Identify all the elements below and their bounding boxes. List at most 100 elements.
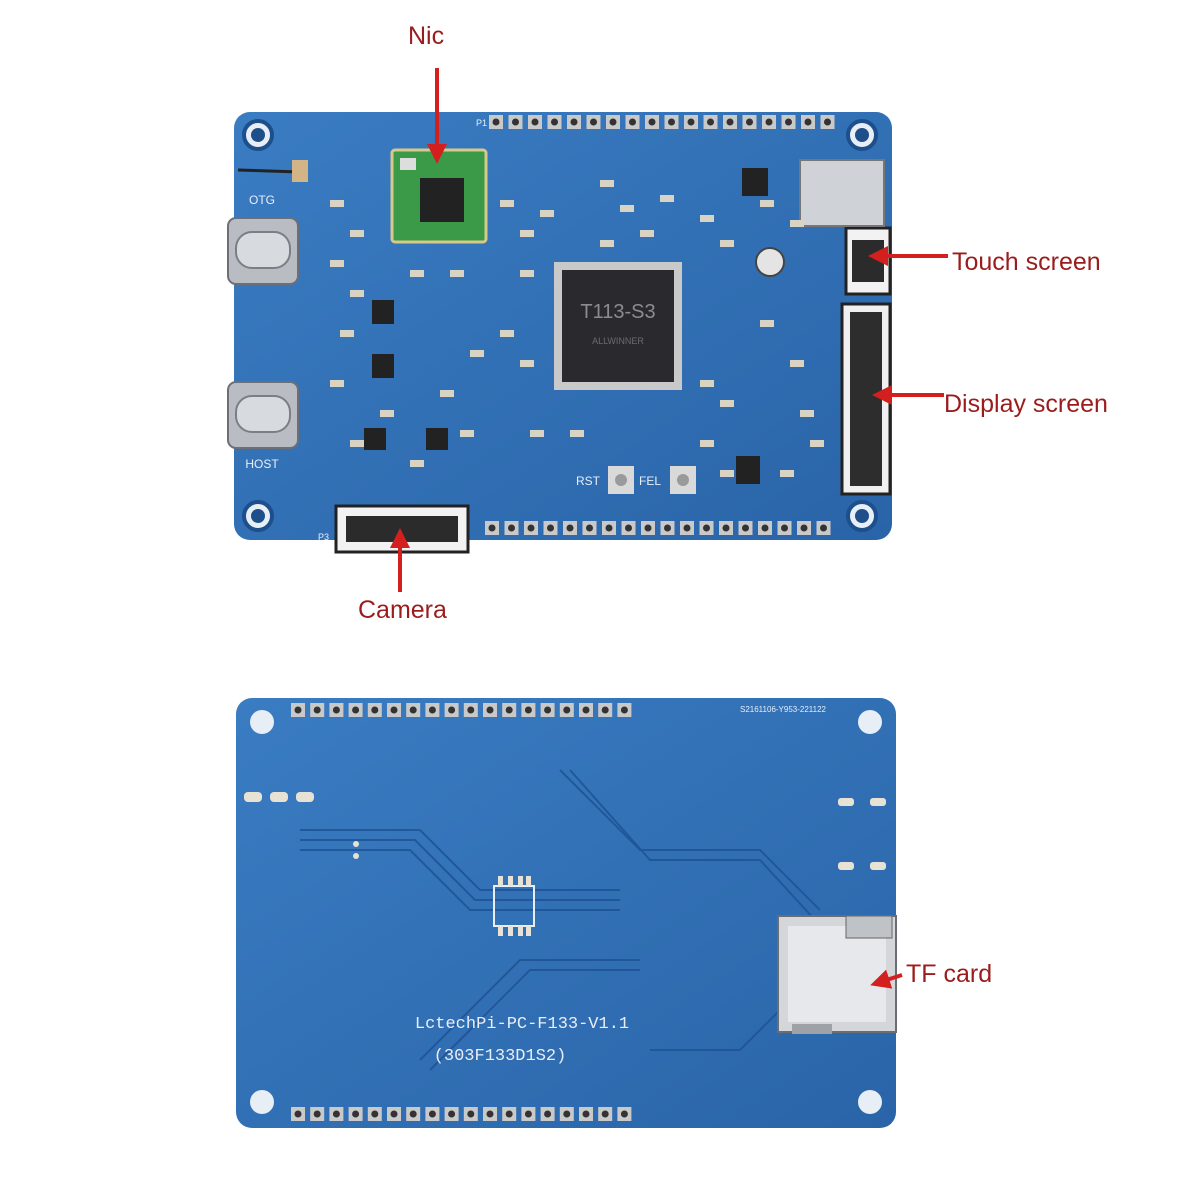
- smd-part: [790, 360, 804, 367]
- header-pin-hole: [352, 1110, 360, 1118]
- small-ic: [736, 456, 760, 484]
- header-pin-hole: [590, 118, 597, 126]
- header-pin-hole: [294, 1110, 302, 1118]
- header-pin-hole: [390, 1110, 398, 1118]
- header-pin-hole: [726, 118, 734, 126]
- header-pin-hole: [781, 524, 788, 532]
- smd-part: [530, 430, 544, 437]
- header-pin-hole: [505, 1110, 513, 1118]
- header-pin-hole: [800, 524, 808, 532]
- touch-screen-connector: [844, 226, 892, 296]
- header-pin-hole: [785, 118, 792, 126]
- header-pin-hole: [448, 1110, 456, 1118]
- p1-silkscreen: P1: [476, 118, 487, 128]
- header-pin-hole: [586, 524, 593, 532]
- header-pin-hole: [488, 524, 496, 532]
- smd-part: [790, 220, 804, 227]
- smd-part: [780, 470, 794, 477]
- otg-silkscreen: OTG: [249, 193, 275, 207]
- small-ic: [742, 168, 768, 196]
- gpio-header-top: [489, 115, 835, 129]
- header-pin-hole: [566, 524, 574, 532]
- header-pin-hole: [313, 706, 321, 714]
- antenna-connector: [292, 160, 308, 182]
- header-pin-hole: [486, 706, 494, 714]
- touch-screen-label: Touch screen: [952, 248, 1101, 276]
- header-pin-hole: [629, 118, 636, 126]
- header-pin-hole: [313, 1110, 321, 1118]
- fel-silkscreen: FEL: [639, 474, 661, 488]
- header-pin-hole: [544, 1110, 552, 1118]
- display-screen-connector: [840, 302, 892, 496]
- smd-part: [720, 470, 734, 477]
- header-pin-hole: [409, 706, 417, 714]
- header-pin-hole: [582, 706, 590, 714]
- header-pin-hole: [332, 706, 340, 714]
- smd-part: [700, 215, 714, 222]
- bottom-header-top: [291, 703, 632, 717]
- header-pin-hole: [601, 1110, 609, 1118]
- smd-part: [500, 330, 514, 337]
- header-pin-hole: [609, 118, 617, 126]
- header-pin-hole: [524, 1110, 532, 1118]
- smd-part: [520, 360, 534, 367]
- header-pin-hole: [804, 118, 812, 126]
- smd-part: [330, 380, 344, 387]
- usb-c-otg-port: [227, 217, 299, 285]
- smd-part: [620, 205, 634, 212]
- buzzer: [755, 247, 785, 277]
- smd-part: [660, 195, 674, 202]
- board-name-silkscreen: LctechPi-PC-F133-V1.1: [415, 1015, 629, 1034]
- header-pin-hole: [820, 524, 827, 532]
- nic-label: Nic: [408, 22, 445, 50]
- smd-part: [600, 180, 614, 187]
- header-pin-hole: [601, 706, 609, 714]
- p3-silkscreen: P3: [318, 532, 329, 542]
- bottom-pcb: [236, 698, 896, 1128]
- gpio-header-bottom: [485, 521, 831, 535]
- header-pin-hole: [531, 118, 539, 126]
- smd-part: [760, 200, 774, 207]
- header-pin-hole: [547, 524, 554, 532]
- header-pin-hole: [467, 1110, 475, 1118]
- bottom-ic-footprint: [493, 876, 535, 936]
- header-pin-hole: [409, 1110, 417, 1118]
- small-ic: [372, 354, 394, 378]
- smd-part: [440, 390, 454, 397]
- header-pin-hole: [683, 524, 691, 532]
- smd-part: [810, 440, 824, 447]
- bottom-board: LctechPi-PC-F133-V1.1 (303F133D1S2) S216…: [236, 698, 897, 1128]
- header-pin-hole: [390, 706, 398, 714]
- solder-pads: [244, 792, 886, 870]
- header-pin-hole: [605, 524, 613, 532]
- header-pin-hole: [707, 118, 714, 126]
- smd-part: [700, 380, 714, 387]
- fel-button: [670, 466, 696, 494]
- display-screen-label: Display screen: [944, 390, 1108, 418]
- soc-chip-brand: ALLWINNER: [592, 336, 644, 346]
- small-ic: [364, 428, 386, 450]
- smd-part: [500, 200, 514, 207]
- smd-components: [330, 180, 824, 477]
- tf-card-slot: [777, 915, 897, 1034]
- camera-label: Camera: [358, 596, 447, 624]
- header-pin-hole: [761, 524, 769, 532]
- smd-part: [800, 410, 814, 417]
- smd-part: [350, 440, 364, 447]
- smd-part: [540, 210, 554, 217]
- header-pin-hole: [512, 118, 519, 126]
- header-pin-hole: [294, 706, 302, 714]
- header-pin-hole: [625, 524, 632, 532]
- header-pin-hole: [620, 1110, 628, 1118]
- smd-part: [410, 270, 424, 277]
- host-silkscreen: HOST: [245, 457, 279, 471]
- soc-chip: T113-S3 ALLWINNER: [554, 262, 682, 390]
- header-pin-hole: [722, 524, 730, 532]
- power-jack: [799, 159, 885, 227]
- smd-part: [600, 240, 614, 247]
- wifi-module: [390, 148, 488, 244]
- mounting-holes: [242, 119, 878, 532]
- tf-card-arrow: [870, 969, 903, 989]
- header-pin-hole: [467, 706, 475, 714]
